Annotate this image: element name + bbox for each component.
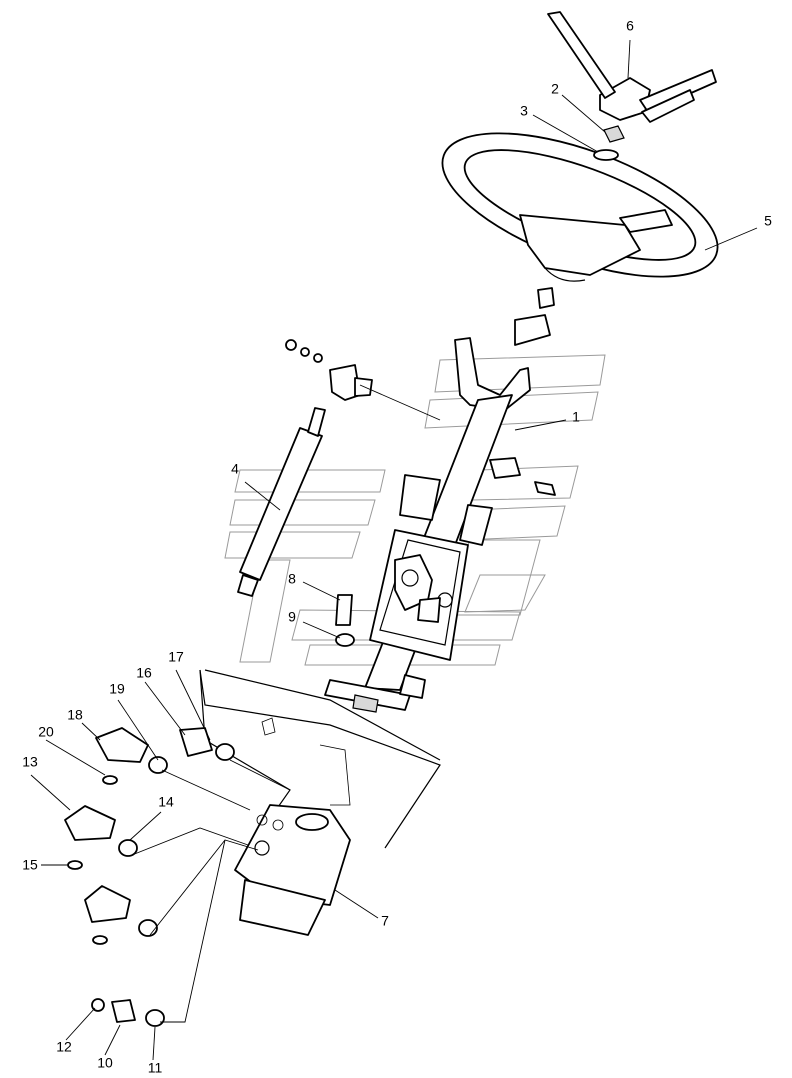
- label-15: 15: [22, 857, 38, 873]
- steering-column: [324, 287, 556, 713]
- label-6: 6: [626, 18, 634, 34]
- label-8: 8: [288, 571, 296, 587]
- label-18: 18: [67, 707, 83, 723]
- label-16: 16: [136, 665, 152, 681]
- leader-lines: [30, 39, 758, 1061]
- steering-valve-unit: [234, 804, 351, 936]
- label-11: 11: [148, 1060, 163, 1076]
- bolt-and-washer: [335, 594, 355, 647]
- label-5: 5: [764, 213, 772, 229]
- steering-wheel: [441, 132, 719, 282]
- label-12: 12: [56, 1039, 72, 1055]
- label-9: 9: [288, 609, 296, 625]
- hub-nut-and-washer: [593, 125, 625, 161]
- label-10: 10: [97, 1055, 113, 1071]
- label-19: 19: [109, 681, 125, 697]
- label-14: 14: [158, 794, 174, 810]
- gas-strut: [237, 339, 441, 597]
- fittings: [64, 727, 291, 1027]
- label-3: 3: [520, 103, 528, 119]
- label-13: 13: [22, 754, 38, 770]
- label-20: 20: [38, 724, 54, 740]
- label-1: 1: [572, 409, 580, 425]
- label-4: 4: [231, 461, 239, 477]
- callout-labels: 1 2 3 4 5 6 7 8 9 10 11 12 13 14 15 16 1…: [22, 18, 772, 1076]
- steering-cover: [547, 11, 717, 123]
- label-2: 2: [551, 81, 559, 97]
- label-7: 7: [381, 913, 389, 929]
- label-17: 17: [168, 649, 184, 665]
